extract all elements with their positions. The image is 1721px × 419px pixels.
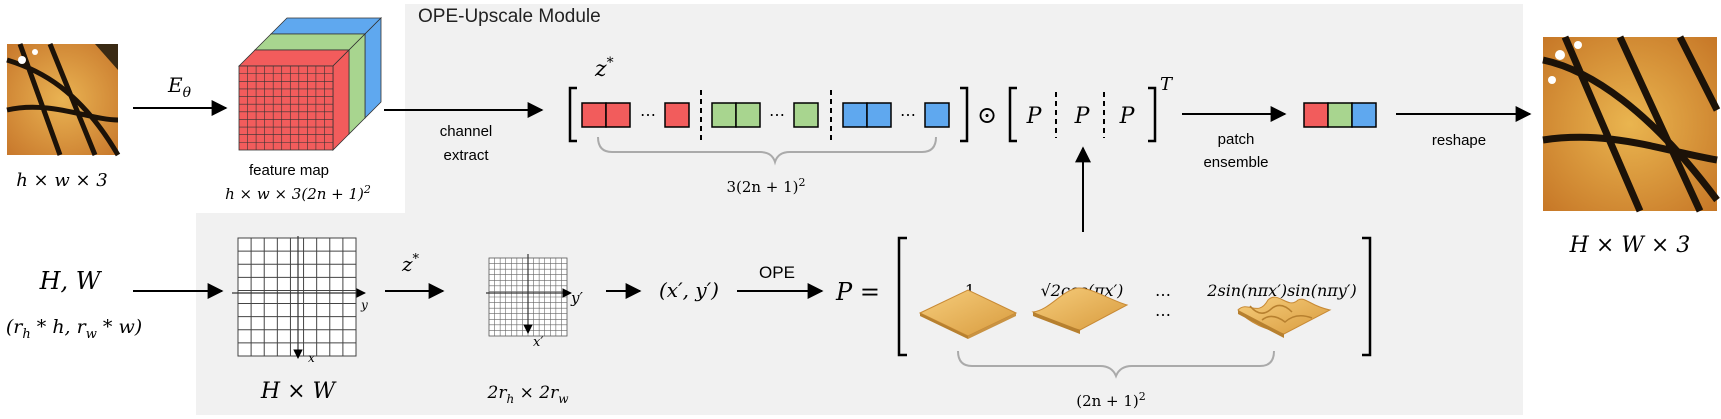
z-star-arrow-label: z* bbox=[401, 252, 420, 276]
z-star-label: z* bbox=[594, 55, 614, 82]
p-equals: P = bbox=[835, 278, 880, 306]
basis-label-dots: … bbox=[1155, 281, 1171, 300]
feature-map-label: feature map bbox=[249, 162, 329, 179]
pmatrix-left-bracket bbox=[897, 236, 907, 357]
p-right-bracket bbox=[1148, 86, 1157, 143]
module-background bbox=[196, 4, 1523, 415]
basis-surface-dots: … bbox=[1155, 301, 1171, 320]
pmatrix-brace-label: (2n + 1)2 bbox=[1076, 390, 1146, 410]
z-green-group: ⋯ bbox=[711, 102, 819, 128]
encoder-label: Eθ bbox=[167, 73, 192, 101]
channel-extract-label-1: channel bbox=[440, 123, 493, 140]
feature-map-dims: h × w × 3(2n + 1)2 bbox=[225, 183, 371, 203]
z-blue-group: ⋯ bbox=[842, 102, 950, 128]
z-brace bbox=[597, 136, 937, 166]
z-green-cell bbox=[793, 102, 819, 128]
z-green-cell bbox=[735, 102, 761, 128]
local-grid-dims: 2rh × 2rw bbox=[487, 383, 570, 406]
local-coords: (x′, y′) bbox=[659, 278, 719, 302]
transpose-label: T bbox=[1160, 74, 1174, 95]
hadamard-symbol: ⊙ bbox=[977, 101, 997, 129]
output-dims: H × W × 3 bbox=[1569, 233, 1691, 258]
z-blue-cell bbox=[866, 102, 892, 128]
basis-surface-flat bbox=[918, 289, 1018, 339]
basis-surface-checker bbox=[1237, 296, 1332, 338]
z-red-cell bbox=[581, 102, 607, 128]
output-image bbox=[1542, 35, 1721, 213]
z-red-group: ⋯ bbox=[581, 102, 690, 128]
z-left-bracket bbox=[568, 86, 577, 143]
p-entry: P bbox=[1119, 104, 1136, 129]
p-left-bracket bbox=[1008, 86, 1017, 143]
query-size: H, W bbox=[39, 267, 103, 295]
z-right-bracket bbox=[960, 86, 969, 143]
z-dots: ⋯ bbox=[640, 105, 656, 124]
feature-map-cube bbox=[238, 17, 382, 151]
patch-ensemble-label-2: ensemble bbox=[1203, 154, 1268, 171]
basis-surface-wave bbox=[1031, 287, 1129, 334]
hr-grid-dims: H × W bbox=[260, 379, 338, 404]
z-blue-cell bbox=[924, 102, 950, 128]
z-blue-cell bbox=[842, 102, 868, 128]
z-brace-label: 3(2n + 1)2 bbox=[726, 176, 805, 196]
output-pixel-green bbox=[1327, 102, 1353, 128]
cube-layer-red bbox=[238, 49, 350, 151]
query-scaled-size: (rh * h, rw * w) bbox=[6, 316, 142, 342]
grid-axis-x-label: x bbox=[308, 351, 315, 365]
z-red-cell bbox=[664, 102, 690, 128]
small-grid-axis-x-label: x′ bbox=[533, 335, 543, 350]
z-green-cell bbox=[711, 102, 737, 128]
channel-extract-label-2: extract bbox=[443, 147, 489, 164]
z-dots: ⋯ bbox=[769, 105, 785, 124]
small-grid-axis-y-label: y′ bbox=[570, 289, 583, 307]
p-entry: P bbox=[1026, 104, 1043, 129]
output-pixel-blue bbox=[1351, 102, 1377, 128]
reshape-label: reshape bbox=[1432, 132, 1486, 149]
z-red-cell bbox=[605, 102, 631, 128]
z-dots: ⋯ bbox=[900, 105, 916, 124]
p-entry: P bbox=[1074, 104, 1091, 129]
patch-ensemble-label-1: patch bbox=[1218, 131, 1255, 148]
ope-label: OPE bbox=[759, 263, 795, 282]
hr-coordinate-grid bbox=[237, 237, 357, 357]
pmatrix-right-bracket bbox=[1362, 236, 1372, 357]
input-image bbox=[6, 43, 121, 157]
output-pixel-red bbox=[1303, 102, 1329, 128]
basis-label-sin: 2sin(nπx′)sin(nπy′) bbox=[1206, 281, 1356, 300]
pmatrix-brace bbox=[957, 350, 1275, 379]
module-title: OPE-Upscale Module bbox=[418, 6, 601, 27]
grid-axis-y-label: y bbox=[360, 298, 368, 312]
input-dims: h × w × 3 bbox=[16, 170, 108, 191]
